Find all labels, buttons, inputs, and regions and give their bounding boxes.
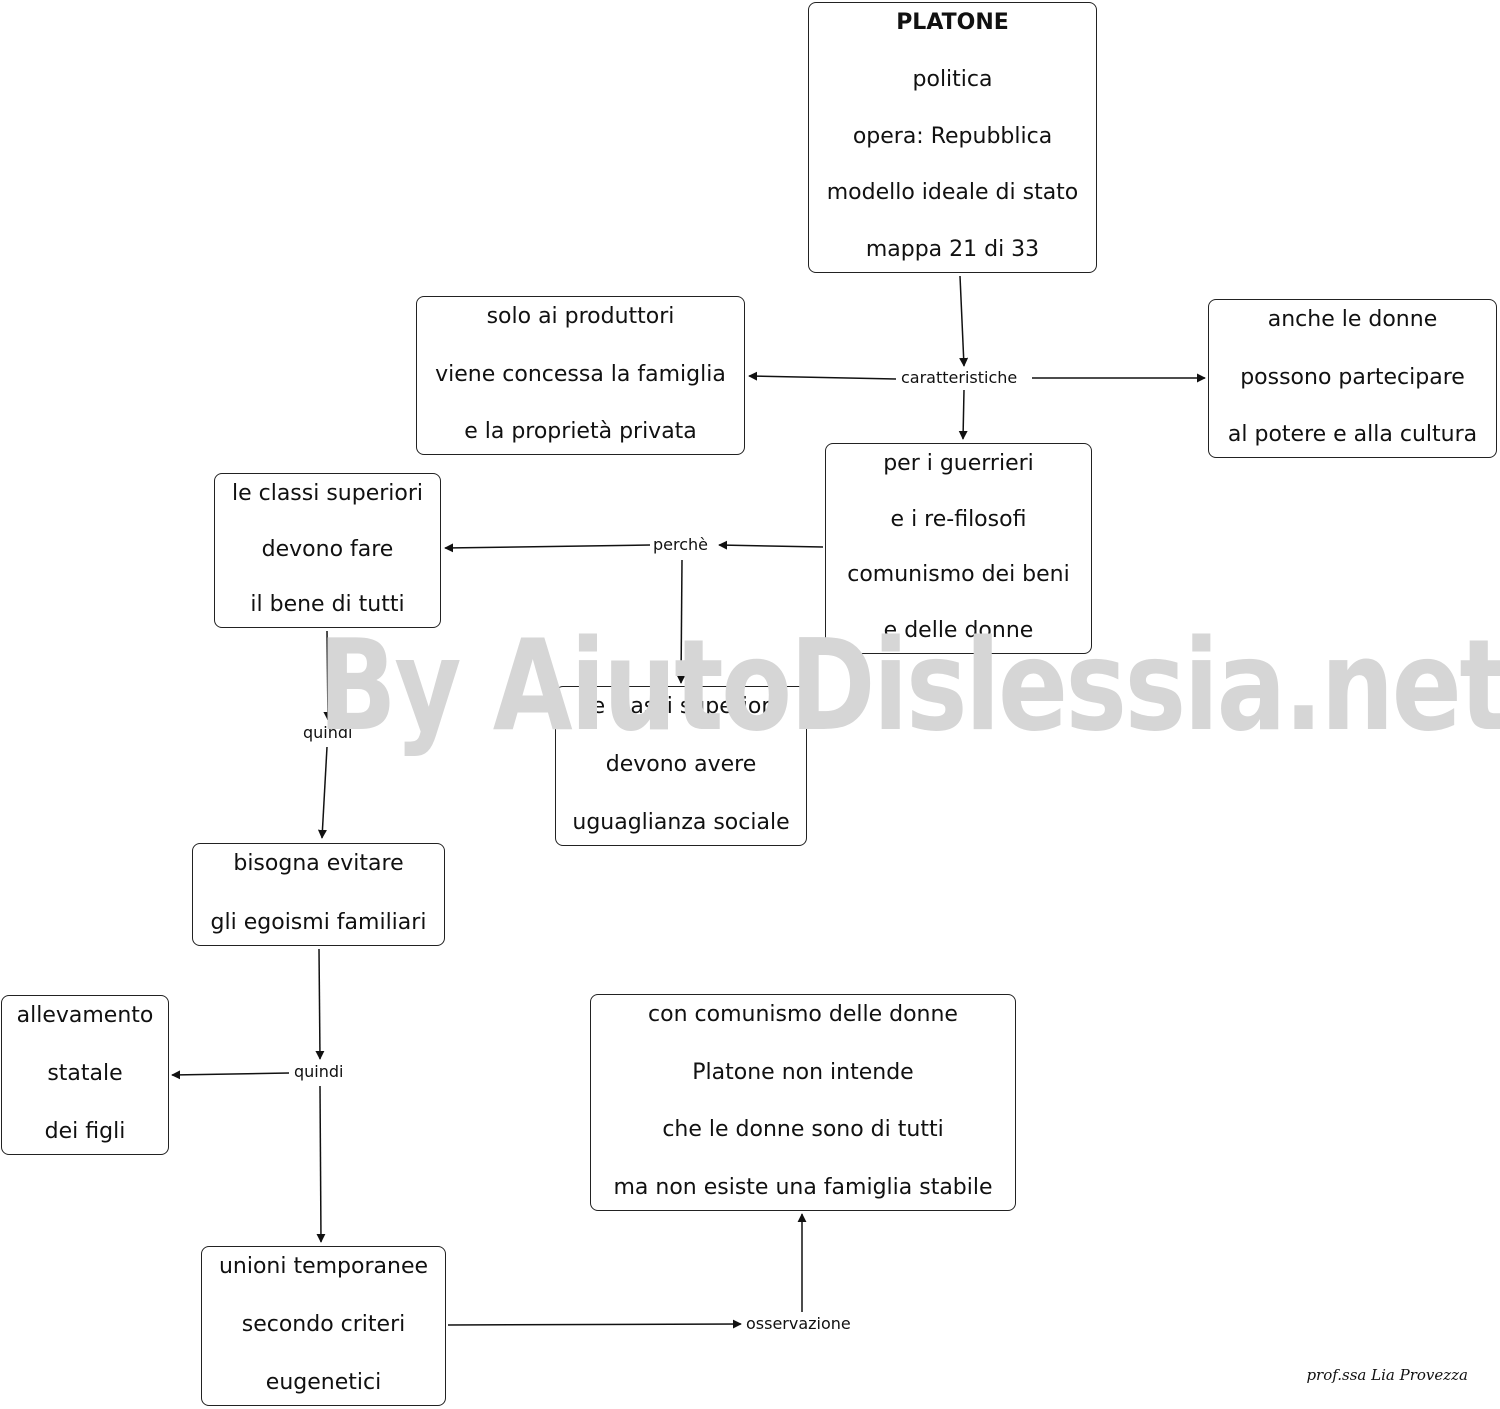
- edge-caratteristiche-guerrieri: [958, 389, 968, 440]
- edge-quindi-evitare: [317, 746, 328, 839]
- node-donne-line-3: al potere e alla cultura: [1227, 422, 1478, 447]
- edge-classi-fare-quindi: [323, 630, 333, 721]
- node-evitare-line-1: bisogna evitare: [233, 851, 404, 876]
- node-produttori: solo ai produttori viene concessa la fam…: [416, 296, 745, 455]
- node-classi-fare: le classi superiori devono fare il bene …: [214, 473, 441, 628]
- node-classi-avere-line-3: uguaglianza sociale: [572, 810, 790, 835]
- node-guerrieri: per i guerrieri e i re-filosofi comunism…: [825, 443, 1092, 654]
- node-platone-line-3: opera: Repubblica: [852, 123, 1053, 149]
- edge-perche-classi-avere: [676, 559, 686, 684]
- node-donne-line-2: possono partecipare: [1240, 364, 1465, 390]
- node-classi-fare-line-1: le classi superiori: [231, 481, 424, 506]
- node-platone: PLATONE politica opera: Repubblica model…: [808, 2, 1097, 273]
- edge-quindi-allevamento: [171, 1070, 290, 1080]
- edge-caratteristiche-produttori: [748, 371, 897, 381]
- edge-platone-caratteristiche: [959, 275, 969, 367]
- node-allevamento: allevamento statale dei figli: [1, 995, 169, 1155]
- node-unioni-line-1: unioni temporanee: [218, 1254, 429, 1279]
- node-platone-line-5: mappa 21 di 33: [865, 237, 1040, 262]
- node-comunismo-donne-line-2: Platone non intende: [692, 1059, 914, 1085]
- node-platone-line-4: modello ideale di stato: [826, 180, 1079, 206]
- link-label-quindi-2: quindi: [291, 1062, 347, 1082]
- node-allevamento-line-2: statale: [47, 1061, 123, 1086]
- node-produttori-line-2: viene concessa la famiglia: [435, 361, 726, 387]
- node-platone-title: PLATONE: [896, 10, 1009, 35]
- node-unioni-line-3: eugenetici: [265, 1370, 382, 1395]
- node-allevamento-line-1: allevamento: [16, 1003, 154, 1028]
- node-platone-line-2: politica: [912, 66, 993, 92]
- node-guerrieri-line-1: per i guerrieri: [883, 451, 1034, 476]
- link-label-osservazione: osservazione: [743, 1314, 854, 1334]
- node-classi-avere-line-1: le classi superiori: [585, 694, 777, 719]
- edge-unioni-osservazione: [447, 1319, 742, 1329]
- node-donne: anche le donne possono partecipare al po…: [1208, 299, 1497, 458]
- node-comunismo-donne: con comunismo delle donne Platone non in…: [590, 994, 1016, 1211]
- node-classi-fare-line-3: il bene di tutti: [250, 592, 405, 617]
- node-guerrieri-line-2: e i re-filosofi: [890, 506, 1027, 532]
- node-classi-fare-line-2: devono fare: [261, 536, 394, 562]
- node-guerrieri-line-4: e delle donne: [883, 617, 1034, 643]
- edge-evitare-quindi: [315, 948, 325, 1060]
- node-evitare: bisogna evitare gli egoismi familiari: [192, 843, 445, 946]
- edge-quindi-unioni: [316, 1085, 326, 1243]
- node-unioni: unioni temporanee secondo criteri eugene…: [201, 1246, 446, 1406]
- node-unioni-line-2: secondo criteri: [241, 1312, 406, 1337]
- node-classi-avere: le classi superiori devono avere uguagli…: [555, 686, 807, 846]
- node-produttori-line-3: e la proprietà privata: [464, 419, 697, 444]
- link-label-caratteristiche: caratteristiche: [898, 368, 1021, 388]
- node-comunismo-donne-line-4: ma non esiste una famiglia stabile: [613, 1174, 993, 1200]
- node-comunismo-donne-line-3: che le donne sono di tutti: [662, 1117, 944, 1143]
- edge-perche-classi-fare: [444, 543, 651, 553]
- node-classi-avere-line-2: devono avere: [605, 752, 757, 777]
- node-produttori-line-1: solo ai produttori: [486, 304, 675, 329]
- link-label-quindi-1: quindi: [300, 723, 356, 743]
- node-allevamento-line-3: dei figli: [44, 1119, 126, 1144]
- node-guerrieri-line-3: comunismo dei beni: [847, 562, 1070, 588]
- node-comunismo-donne-line-1: con comunismo delle donne: [648, 1002, 958, 1027]
- author-signature: prof.ssa Lia Provezza: [1306, 1366, 1468, 1384]
- link-label-perche: perchè: [650, 535, 712, 555]
- node-evitare-line-2: gli egoismi familiari: [210, 910, 427, 935]
- node-donne-line-1: anche le donne: [1267, 307, 1438, 332]
- edge-guerrieri-perche: [718, 540, 824, 550]
